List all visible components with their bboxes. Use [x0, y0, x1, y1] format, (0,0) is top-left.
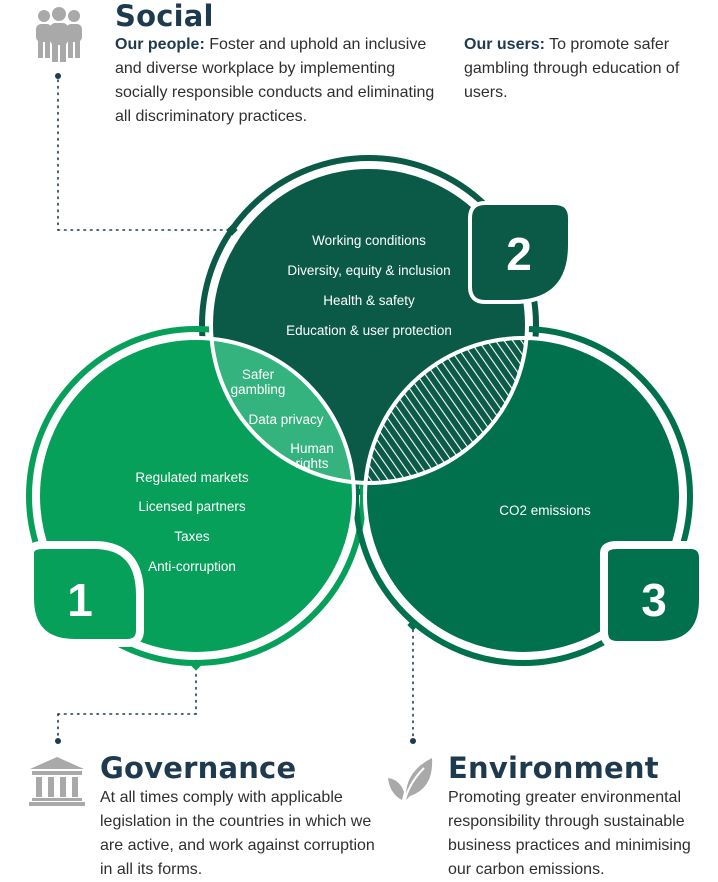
connector-dot-social — [55, 73, 61, 79]
environment-item-co2: CO2 emissions — [499, 503, 591, 518]
governance-item-anti-corruption: Anti-corruption — [148, 559, 236, 574]
overlap-safer-line2: gambling — [231, 382, 286, 397]
governance-item-licensed: Licensed partners — [138, 499, 246, 514]
social-item-diversity: Diversity, equity & inclusion — [287, 263, 450, 278]
governance-text: At all times comply with applicable legi… — [100, 789, 375, 878]
overlap-data-privacy: Data privacy — [248, 412, 323, 427]
connector-dot-environment — [410, 738, 416, 744]
social-title: Social — [115, 0, 214, 33]
people-group-icon — [28, 6, 90, 62]
connector-social — [57, 79, 233, 231]
people-description: Foster and uphold an inclusive and diver… — [115, 36, 435, 125]
connector-dot-governance — [55, 738, 61, 744]
building-columns-icon — [28, 755, 86, 807]
social-item-health-safety: Health & safety — [323, 293, 415, 308]
badge-3 — [600, 541, 707, 649]
overlap-human-line1: Human — [290, 441, 334, 456]
social-users-text: Our users: To promote safer gambling thr… — [464, 33, 704, 105]
people-label: Our people: — [115, 36, 205, 53]
overlap-human-line2: rights — [295, 456, 328, 471]
number-2: 2 — [506, 228, 532, 280]
number-3: 3 — [641, 574, 667, 626]
overlap-social-governance — [211, 338, 354, 483]
governance-title: Governance — [100, 751, 297, 785]
connector-governance — [57, 667, 197, 739]
leaf-icon — [384, 754, 436, 806]
social-item-working-conditions: Working conditions — [312, 233, 426, 248]
governance-item-taxes: Taxes — [174, 529, 210, 544]
governance-item-regulated: Regulated markets — [135, 470, 249, 485]
environment-title: Environment — [448, 751, 659, 785]
social-item-education: Education & user protection — [286, 323, 452, 338]
overlap-safer-line1: Safer — [242, 367, 275, 382]
users-description: To promote safer gambling through educat… — [464, 36, 680, 101]
badge-1 — [26, 541, 144, 647]
badge-2 — [468, 201, 572, 304]
users-label: Our users: — [464, 36, 545, 53]
number-1: 1 — [67, 574, 93, 626]
social-people-text: Our people: Foster and uphold an inclusi… — [115, 33, 450, 129]
environment-text: Promoting greater environmental responsi… — [448, 789, 691, 878]
overlap-social-environment — [365, 338, 527, 483]
